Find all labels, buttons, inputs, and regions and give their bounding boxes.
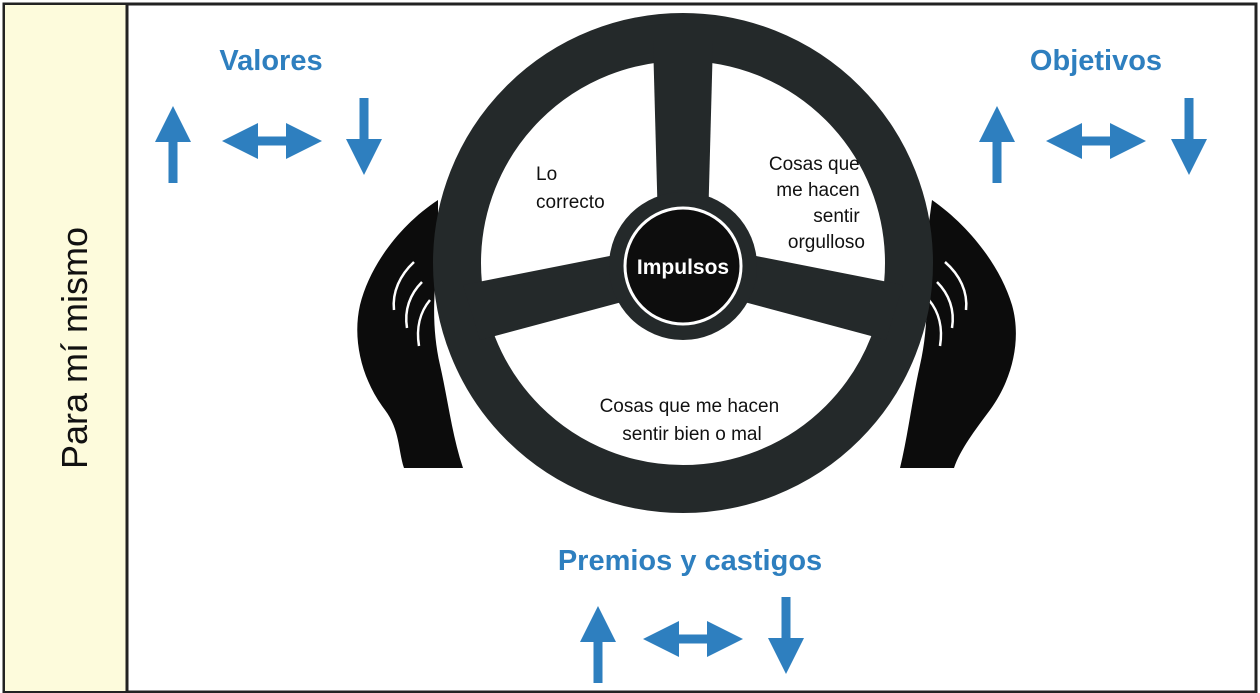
label-orgulloso: Cosas que me hacen sentir orgulloso <box>769 154 865 253</box>
objetivos-title: Objetivos <box>1030 45 1162 77</box>
label-lo-correcto: Lo correcto <box>536 164 605 213</box>
wheel-rim <box>433 13 933 513</box>
wheel-spoke-right <box>718 250 903 340</box>
label-line: correcto <box>536 192 605 213</box>
premios-arrows <box>580 597 804 683</box>
premios-title: Premios y castigos <box>558 545 822 577</box>
hub-button <box>623 206 743 326</box>
label-line: sentir <box>813 206 860 227</box>
label-line: me hacen <box>776 180 859 201</box>
wheel-spoke-left <box>463 250 648 340</box>
label-line: Lo <box>536 164 557 185</box>
side-panel <box>5 5 127 691</box>
valores-title: Valores <box>219 45 322 77</box>
wheel-spoke-top <box>653 40 713 225</box>
label-line: Cosas que <box>769 154 860 175</box>
label-bien-o-mal: Cosas que me hacen sentir bien o mal <box>600 396 785 445</box>
valores-arrows <box>155 98 382 183</box>
label-line: orgulloso <box>788 232 865 253</box>
side-label: Para mí mismo <box>54 227 95 469</box>
steering-wheel <box>433 13 933 513</box>
label-line: sentir bien o mal <box>622 424 761 445</box>
hub-label: Impulsos <box>637 256 729 279</box>
objetivos-arrows <box>979 98 1207 183</box>
label-line: Cosas que me hacen <box>600 396 780 417</box>
